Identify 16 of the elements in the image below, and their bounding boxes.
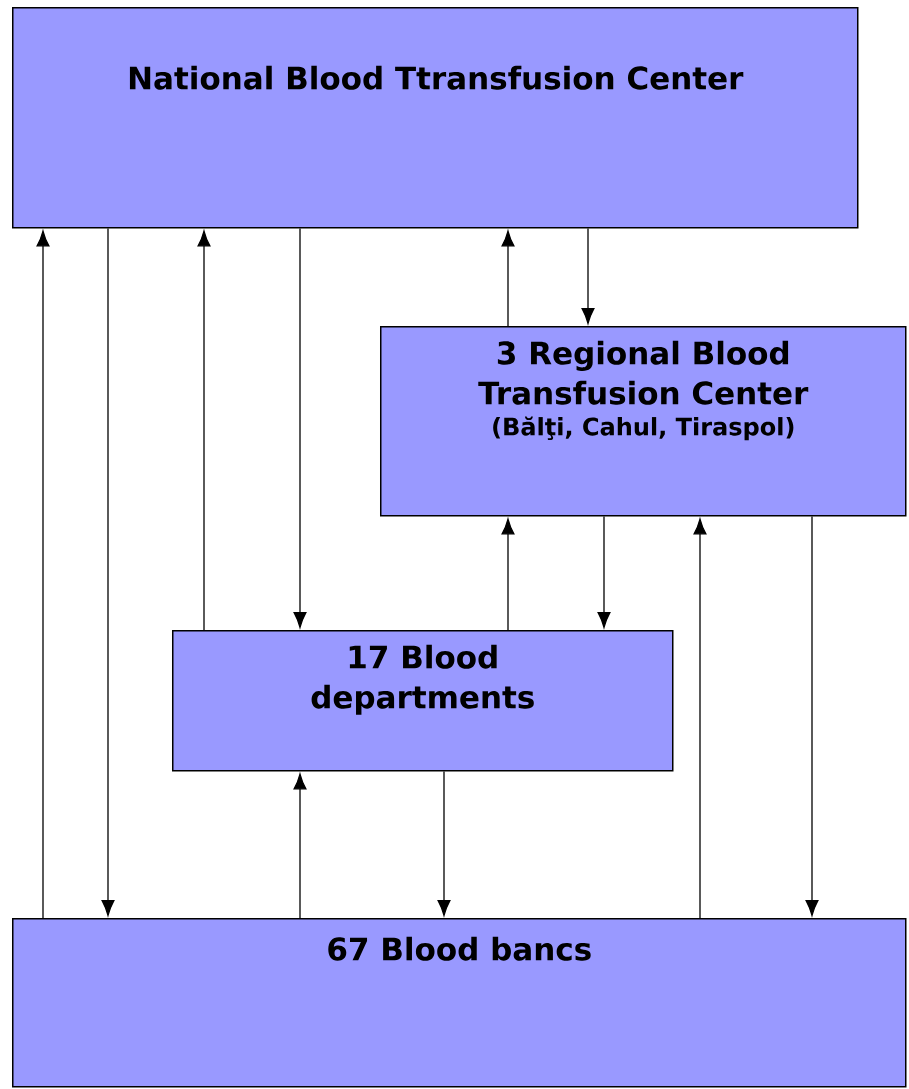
arrow <box>101 227 115 917</box>
organization-box: 67 Blood bancs <box>12 918 907 1088</box>
arrow <box>293 227 307 629</box>
arrow <box>293 773 307 919</box>
arrow <box>581 227 595 325</box>
arrow <box>197 230 211 631</box>
arrow <box>805 515 819 917</box>
arrow <box>501 518 515 631</box>
organization-box: 3 Regional Blood Transfusion Center (Bălţi, Cahul, Tiraspol) <box>380 326 907 517</box>
arrow <box>597 515 611 629</box>
arrow <box>437 770 451 917</box>
arrow <box>36 230 50 919</box>
arrow <box>693 518 707 919</box>
arrow <box>501 230 515 327</box>
organization-box: National Blood Ttransfusion Center <box>12 7 859 229</box>
organization-box: 17 Blood departments <box>172 630 674 772</box>
